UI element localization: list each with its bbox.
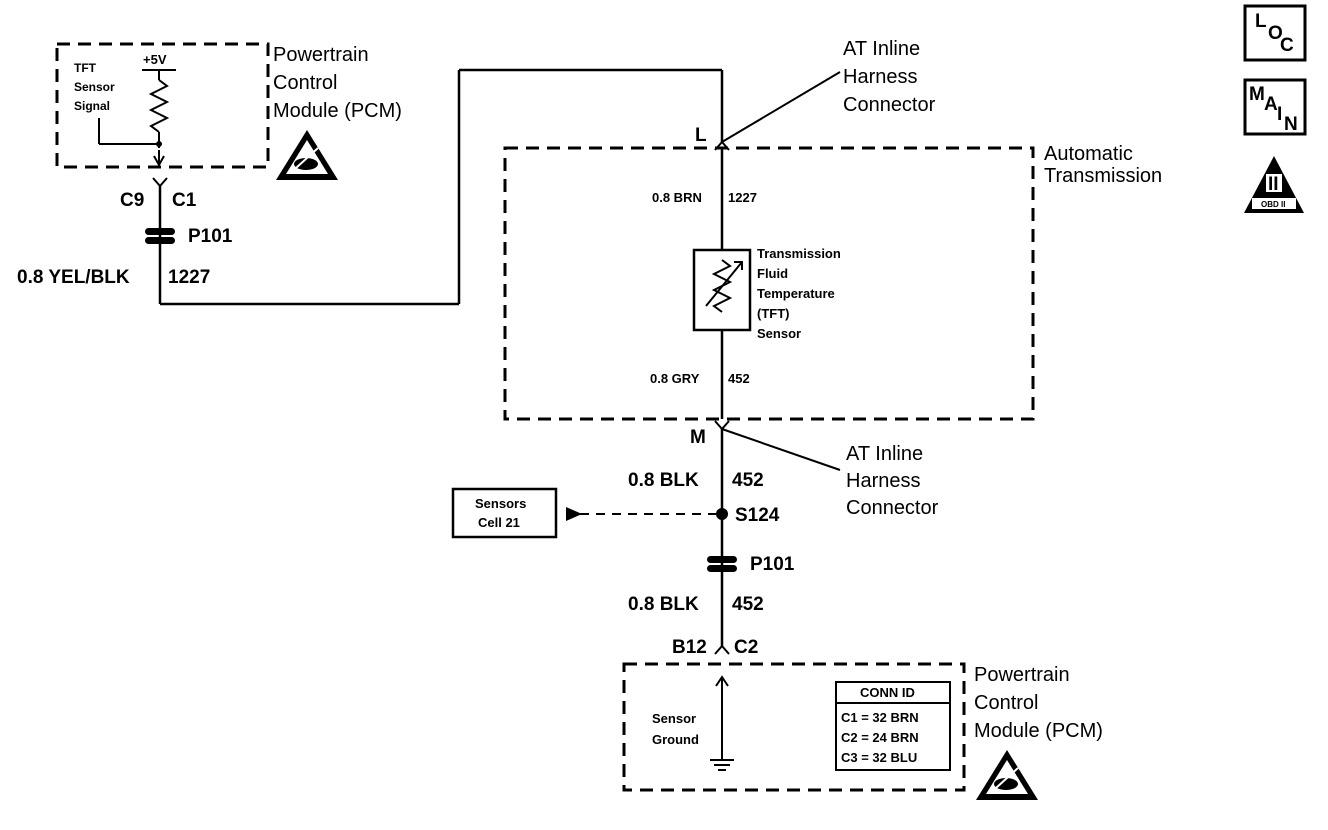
transmission-title-line-1: Automatic — [1044, 143, 1133, 165]
pcm-bottom-title-line-1: Powertrain — [974, 664, 1070, 686]
main-icon-letter-2: A — [1264, 94, 1278, 115]
conn-id-row-3: C3 = 32 BLU — [841, 750, 917, 765]
sensors-ref-line-1: Sensors — [475, 496, 526, 511]
p101-bottom-label: P101 — [750, 554, 795, 575]
pcm-top-title-line-3: Module (PCM) — [273, 100, 402, 122]
main-icon[interactable]: M A I N — [1243, 78, 1307, 136]
loc-icon-letter-3: C — [1280, 35, 1294, 56]
wire-top-gauge-color: 0.8 YEL/BLK — [17, 267, 130, 288]
pcm-top-signal-line-2: Sensor — [74, 80, 115, 94]
connector-top-title-line-1: AT Inline — [843, 38, 920, 60]
sensor-ground-symbol — [710, 675, 734, 771]
tft-sensor-line-5: Sensor — [757, 326, 801, 341]
sensors-cell-21-reference[interactable]: Sensors Cell 21 — [451, 487, 558, 539]
obd-ii-label: OBD II — [1261, 200, 1285, 209]
automatic-transmission: Automatic Transmission 0.8 BRN 1227 Tran… — [503, 143, 1162, 421]
wire-gry-gauge-color: 0.8 GRY — [650, 371, 700, 386]
pcm-top-pin-c1: C1 — [172, 190, 197, 211]
main-icon-letter-4: N — [1284, 114, 1298, 135]
tft-sensor-line-4: (TFT) — [757, 306, 789, 321]
main-icon-letter-3: I — [1277, 104, 1282, 125]
obd-ii-numeral: II — [1268, 174, 1279, 195]
wire-top-circuit: 1227 — [168, 267, 210, 288]
wire-brn-gauge-color: 0.8 BRN — [652, 190, 702, 205]
connector-top-title-line-2: Harness — [843, 66, 917, 88]
pcm-top-signal-line-1: TFT — [74, 61, 97, 75]
pcm-bottom-title-line-2: Control — [974, 692, 1038, 714]
wire-bottom-circuit: 452 — [732, 594, 764, 615]
wire-gry-circuit: 452 — [728, 371, 750, 386]
tft-sensor-symbol — [692, 248, 752, 332]
splice-label: S124 — [735, 505, 780, 526]
pcm-bottom-pin-b12: B12 — [672, 637, 707, 658]
connector-bottom-title-line-3: Connector — [846, 497, 939, 519]
connector-l-pin: L — [695, 125, 707, 146]
tft-sensor-line-2: Fluid — [757, 266, 788, 281]
pcm-bottom-title-line-3: Module (PCM) — [974, 720, 1103, 742]
tft-sensor-line-1: Transmission — [757, 246, 841, 261]
inline-connector-p101-top: P101 — [145, 226, 233, 247]
wire-mid-gauge-color: 0.8 BLK — [628, 470, 699, 491]
pcm-bottom-pin-c2: C2 — [734, 637, 758, 658]
conn-id-row-2: C2 = 24 BRN — [841, 730, 919, 745]
pcm-top-boundary — [55, 42, 270, 169]
harness-connector-m: M AT Inline Harness Connector — [690, 420, 939, 519]
pcm-top-module: Powertrain Control Module (PCM) +5V TFT … — [55, 42, 402, 180]
esd-warning-icon-top — [276, 130, 338, 180]
wire-mid-circuit: 452 — [732, 470, 764, 491]
sensor-ground-line-1: Sensor — [652, 711, 696, 726]
esd-warning-icon-bottom — [976, 750, 1038, 800]
obd-ii-icon[interactable]: II OBD II — [1244, 156, 1304, 213]
loc-icon[interactable]: L O C — [1243, 4, 1307, 62]
pcm-top-pin-c9: C9 — [120, 190, 144, 211]
pcm-top-signal-line-3: Signal — [74, 99, 110, 113]
conn-id-table: CONN ID C1 = 32 BRN C2 = 24 BRN C3 = 32 … — [835, 681, 951, 771]
connector-top-title-line-3: Connector — [843, 94, 936, 116]
splice-s124: S124 — [566, 505, 780, 526]
main-icon-letter-1: M — [1249, 84, 1265, 105]
connector-bottom-title-line-1: AT Inline — [846, 443, 923, 465]
connector-bottom-title-line-2: Harness — [846, 470, 920, 492]
pcm-top-supply-label: +5V — [143, 52, 167, 67]
pcm-bottom-connector: B12 C2 — [672, 637, 758, 658]
loc-icon-letter-2: O — [1268, 23, 1283, 44]
harness-connector-l: L AT Inline Harness Connector — [695, 38, 936, 151]
pcm-top-title-line-2: Control — [273, 72, 337, 94]
pcm-top-connector: C9 C1 — [120, 177, 197, 211]
sensor-ground-line-2: Ground — [652, 732, 699, 747]
conn-id-row-1: C1 = 32 BRN — [841, 710, 919, 725]
inline-connector-p101-bottom: P101 — [707, 554, 795, 575]
connector-m-pin: M — [690, 427, 706, 448]
wire-yel-blk-1227 — [158, 68, 724, 306]
p101-top-label: P101 — [188, 226, 233, 247]
pcm-bottom-boundary — [622, 662, 966, 792]
pcm-top-title-line-1: Powertrain — [273, 44, 369, 66]
transmission-title-line-2: Transmission — [1044, 165, 1162, 187]
pcm-bottom-module: Powertrain Control Module (PCM) Sensor G… — [622, 662, 1103, 800]
wire-brn-circuit: 1227 — [728, 190, 757, 205]
wire-bottom-gauge-color: 0.8 BLK — [628, 594, 699, 615]
conn-id-header: CONN ID — [860, 685, 915, 700]
tft-sensor-line-3: Temperature — [757, 286, 835, 301]
pcm-pullup-resistor-symbol — [98, 69, 176, 168]
sensors-ref-line-2: Cell 21 — [478, 515, 520, 530]
transmission-boundary — [503, 146, 1035, 421]
loc-icon-letter-1: L — [1255, 11, 1267, 32]
